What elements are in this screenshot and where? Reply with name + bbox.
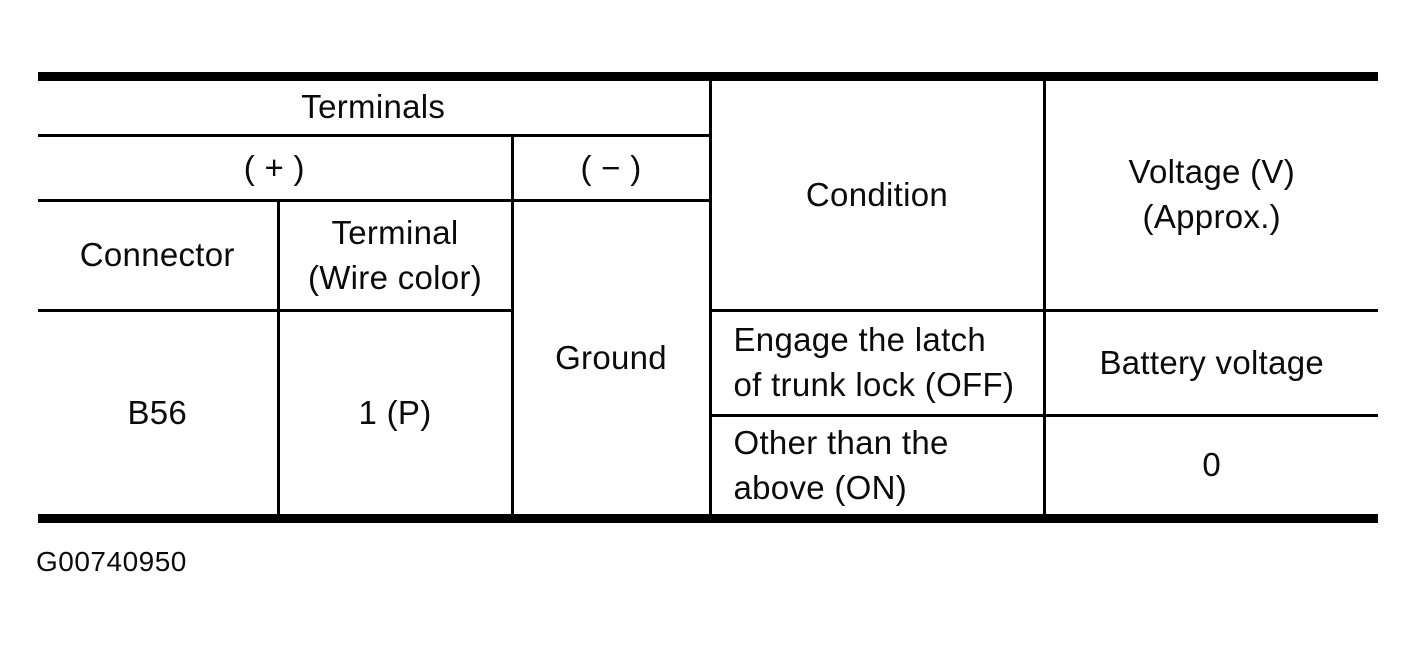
data-row-1: B56 1 (P) Engage the latch of trunk lock…: [38, 309, 1378, 520]
header-condition: Condition: [708, 75, 1046, 312]
header-row-polarity: ( + ) ( − ): [38, 134, 1378, 202]
header-voltage: Voltage (V) (Approx.): [1042, 75, 1378, 312]
header-row-terminals: Terminals Condition Voltage (V) (Approx.…: [38, 75, 1378, 312]
header-positive-terminal: ( + ): [38, 134, 514, 202]
header-row-connector: Connector Terminal (Wire color) Ground: [38, 199, 1378, 520]
voltage-spec-table: Terminals Condition Voltage (V) (Approx.…: [38, 72, 1378, 523]
cell-terminal-value: 1 (P): [276, 309, 514, 520]
cell-condition-1: Engage the latch of trunk lock (OFF): [708, 309, 1046, 417]
header-terminal-wire-color: Terminal (Wire color): [276, 199, 514, 312]
cell-voltage-2: 0: [1042, 414, 1378, 520]
cell-connector-value: B56: [38, 309, 280, 520]
figure-id-label: G00740950: [36, 546, 187, 577]
cell-condition-2: Other than the above (ON): [708, 414, 1046, 520]
header-terminals: Terminals: [38, 75, 712, 137]
header-connector: Connector: [38, 199, 280, 312]
cell-voltage-1: Battery voltage: [1042, 309, 1378, 417]
header-negative-terminal: ( − ): [510, 134, 712, 202]
data-row-2: Other than the above (ON) 0: [38, 414, 1378, 520]
cell-ground: Ground: [510, 199, 712, 520]
